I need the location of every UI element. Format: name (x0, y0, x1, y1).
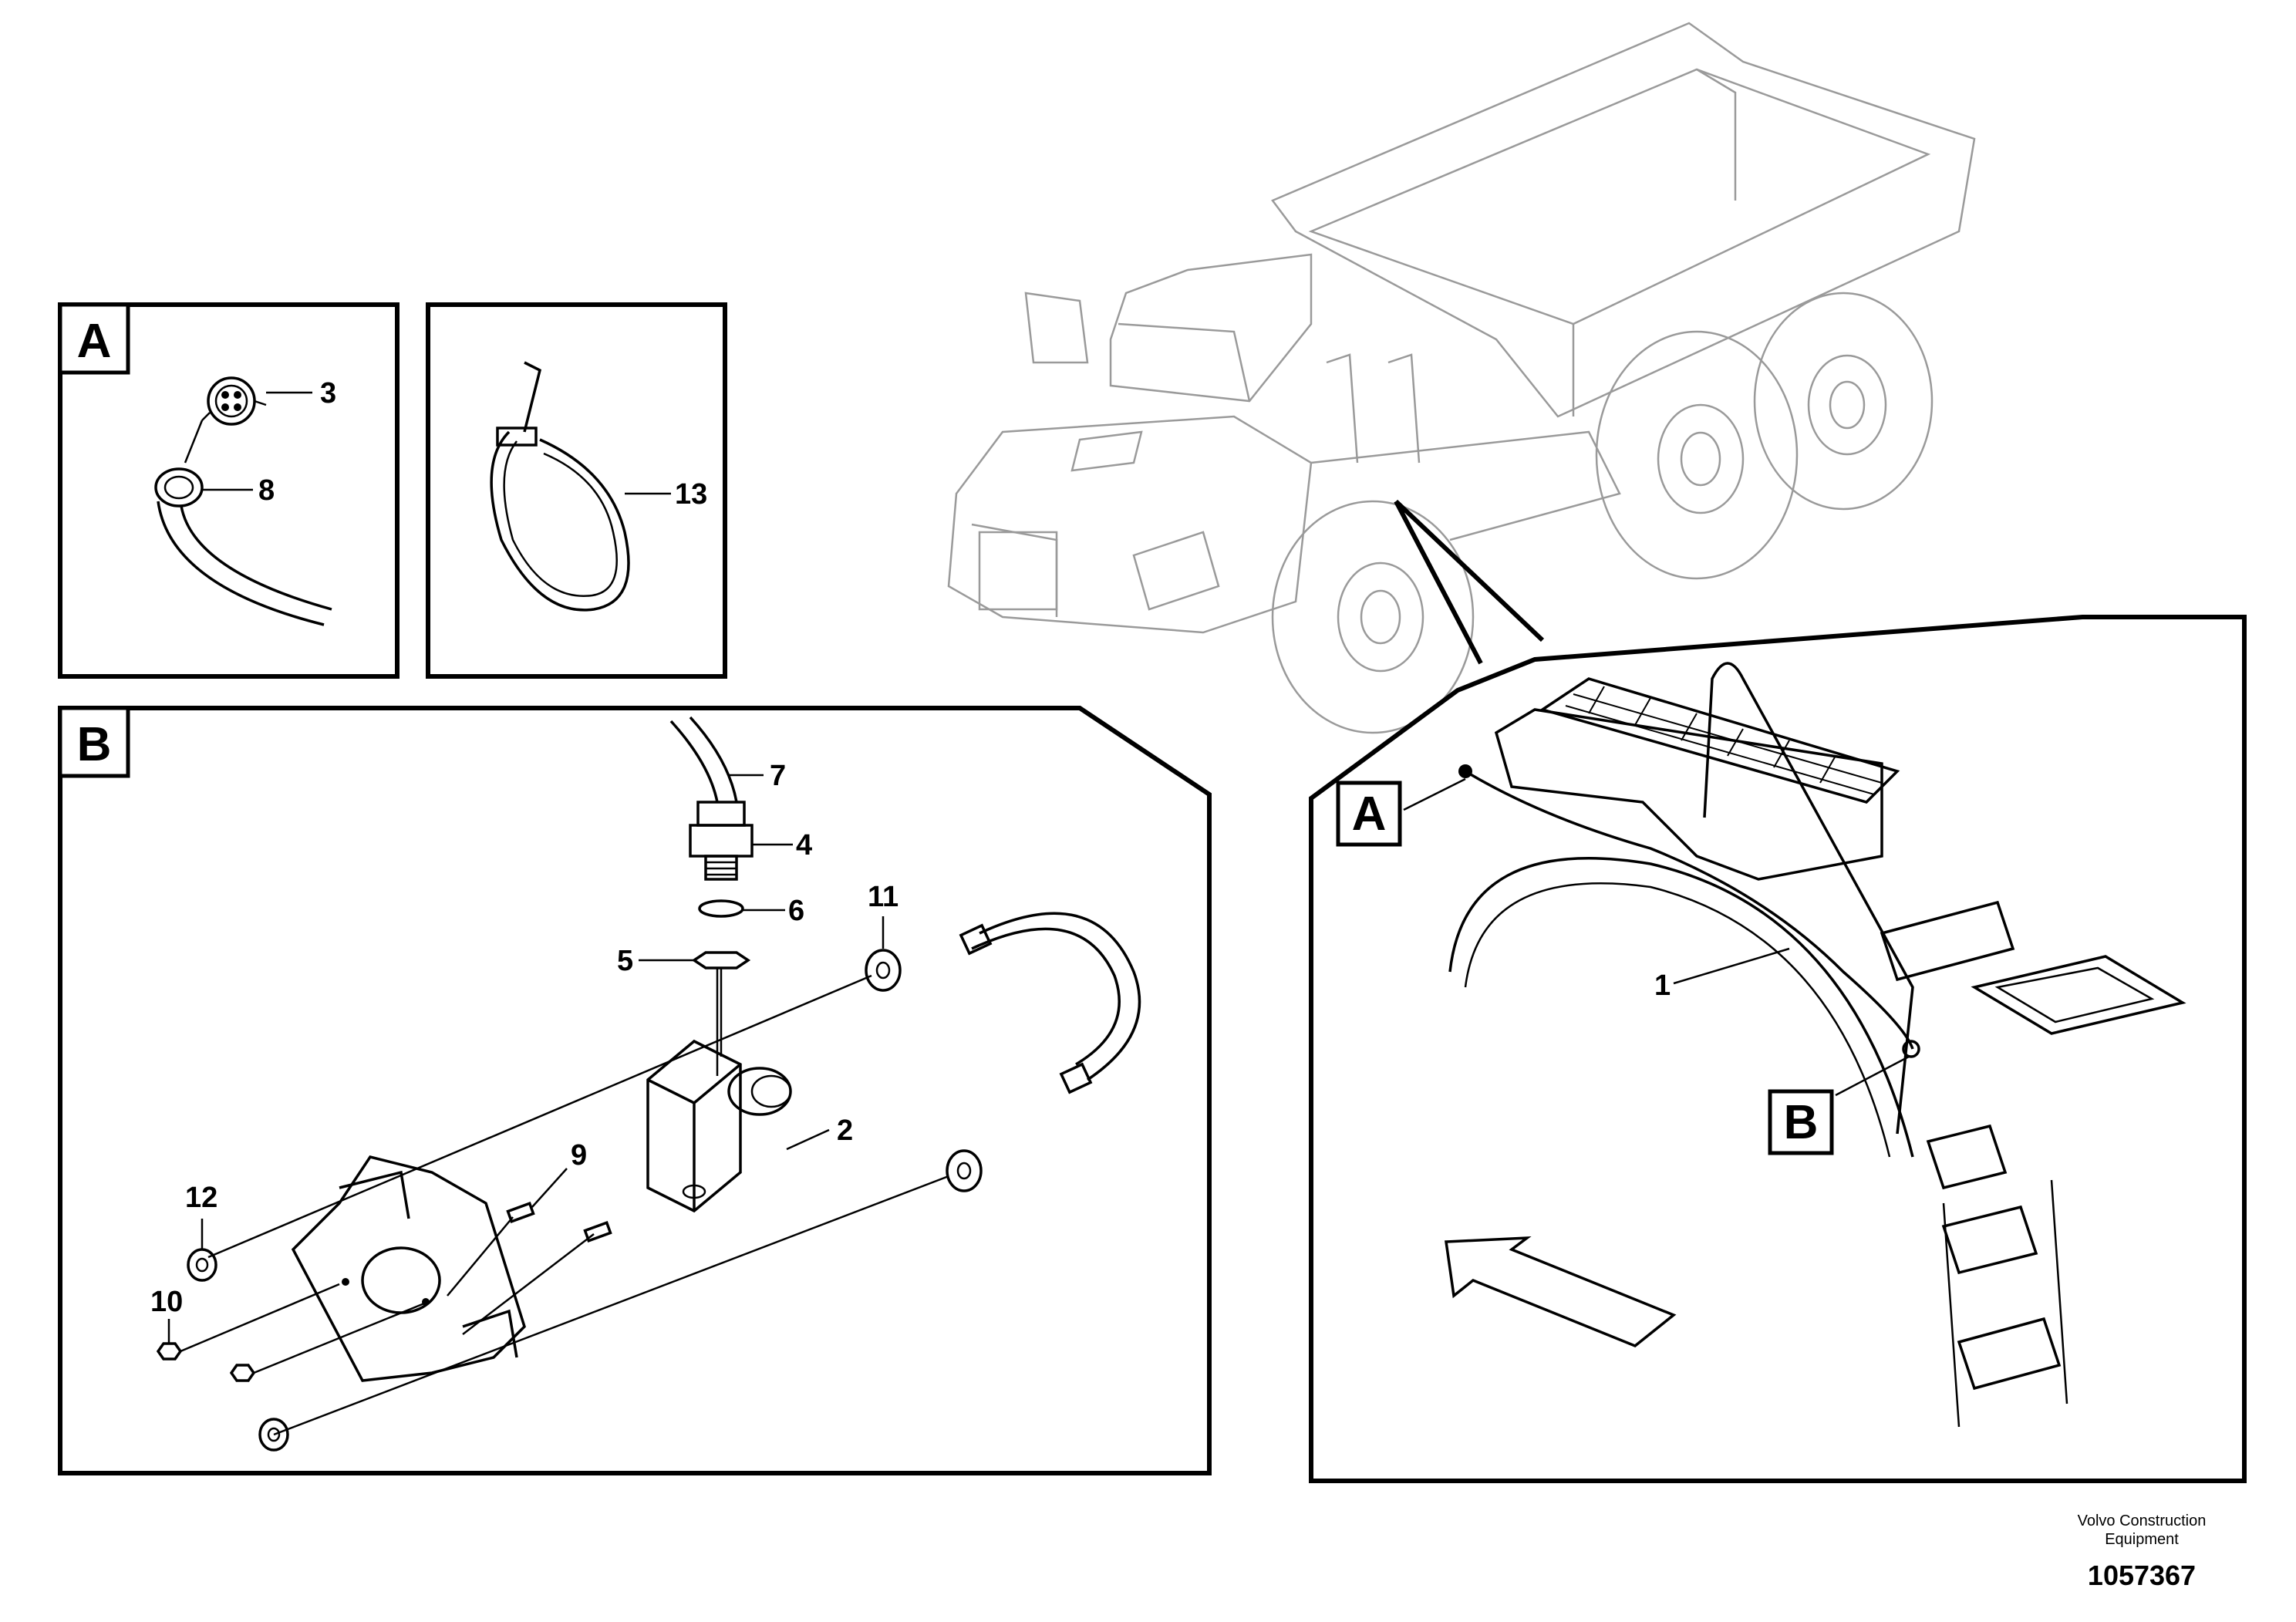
callout-8: 8 (258, 474, 275, 507)
cable-gland-4 (689, 801, 754, 881)
o-ring-6 (698, 899, 744, 918)
detail-tag-b-label: B (1784, 1096, 1819, 1149)
callout-9: 9 (571, 1139, 587, 1172)
cable-7 (669, 720, 719, 803)
harness-1 (1465, 770, 1914, 1050)
title-block: Volvo Construction Equipment 1057367 (2049, 1512, 2234, 1592)
detail-frame (1309, 615, 2247, 1483)
zoom-pointer (1394, 499, 1545, 665)
callout-12: 12 (185, 1182, 217, 1214)
connector-3 (201, 376, 267, 426)
connector-8 (154, 467, 332, 626)
callout-13: 13 (675, 478, 707, 511)
forward-arrow-icon (1444, 1236, 1677, 1348)
view-a-frame (58, 302, 400, 679)
sensor-2 (646, 1039, 792, 1213)
sensor-cable-loop (979, 912, 1141, 1081)
view-b-tag (58, 706, 130, 778)
platform-grating (1565, 686, 1883, 795)
view-a-tag (58, 302, 130, 375)
detail-tag-a (1336, 781, 1402, 847)
callout-6: 6 (788, 895, 804, 927)
dump-truck-overview (947, 22, 1976, 734)
washer-11 (865, 949, 902, 992)
callout-10: 10 (150, 1286, 183, 1318)
nut-5 (691, 951, 751, 969)
nut-12 (187, 1248, 217, 1282)
nut-10 (156, 1342, 183, 1361)
washer-lower (946, 1149, 983, 1192)
cable-tie-frame (426, 302, 727, 679)
nut-lower (258, 1418, 289, 1452)
callout-4: 4 (796, 829, 812, 862)
cable-tie-13 (490, 361, 630, 612)
view-b-label: B (77, 718, 112, 771)
handrail (1703, 662, 1914, 1135)
brand-line-1: Volvo Construction (2077, 1512, 2207, 1529)
mounting-bracket (291, 1155, 526, 1382)
screws-9 (506, 1202, 612, 1243)
view-b-frame (58, 706, 1212, 1475)
callout-2: 2 (837, 1114, 853, 1147)
document-number: 1057367 (2087, 1560, 2197, 1591)
callout-11: 11 (868, 881, 899, 913)
view-a-panel: A 3 8 (58, 302, 400, 679)
callout-7: 7 (770, 760, 786, 792)
callout-5: 5 (617, 945, 633, 977)
connector-a-location (1458, 764, 1472, 778)
view-a-label: A (77, 315, 112, 368)
cable-tie-panel: 13 (426, 302, 727, 679)
detail-tag-a-label: A (1352, 787, 1387, 841)
brand-line-2: Equipment (2105, 1531, 2179, 1548)
detail-tag-b (1768, 1089, 1834, 1155)
view-b-panel: B 7 4 6 5 2 (58, 706, 1212, 1475)
connector-b-location (1902, 1040, 1920, 1058)
detail-view-fender: A B 1 (1309, 615, 2247, 1483)
callout-1: 1 (1654, 969, 1671, 1002)
upper-step (1971, 955, 2186, 1035)
callout-3: 3 (320, 377, 336, 410)
